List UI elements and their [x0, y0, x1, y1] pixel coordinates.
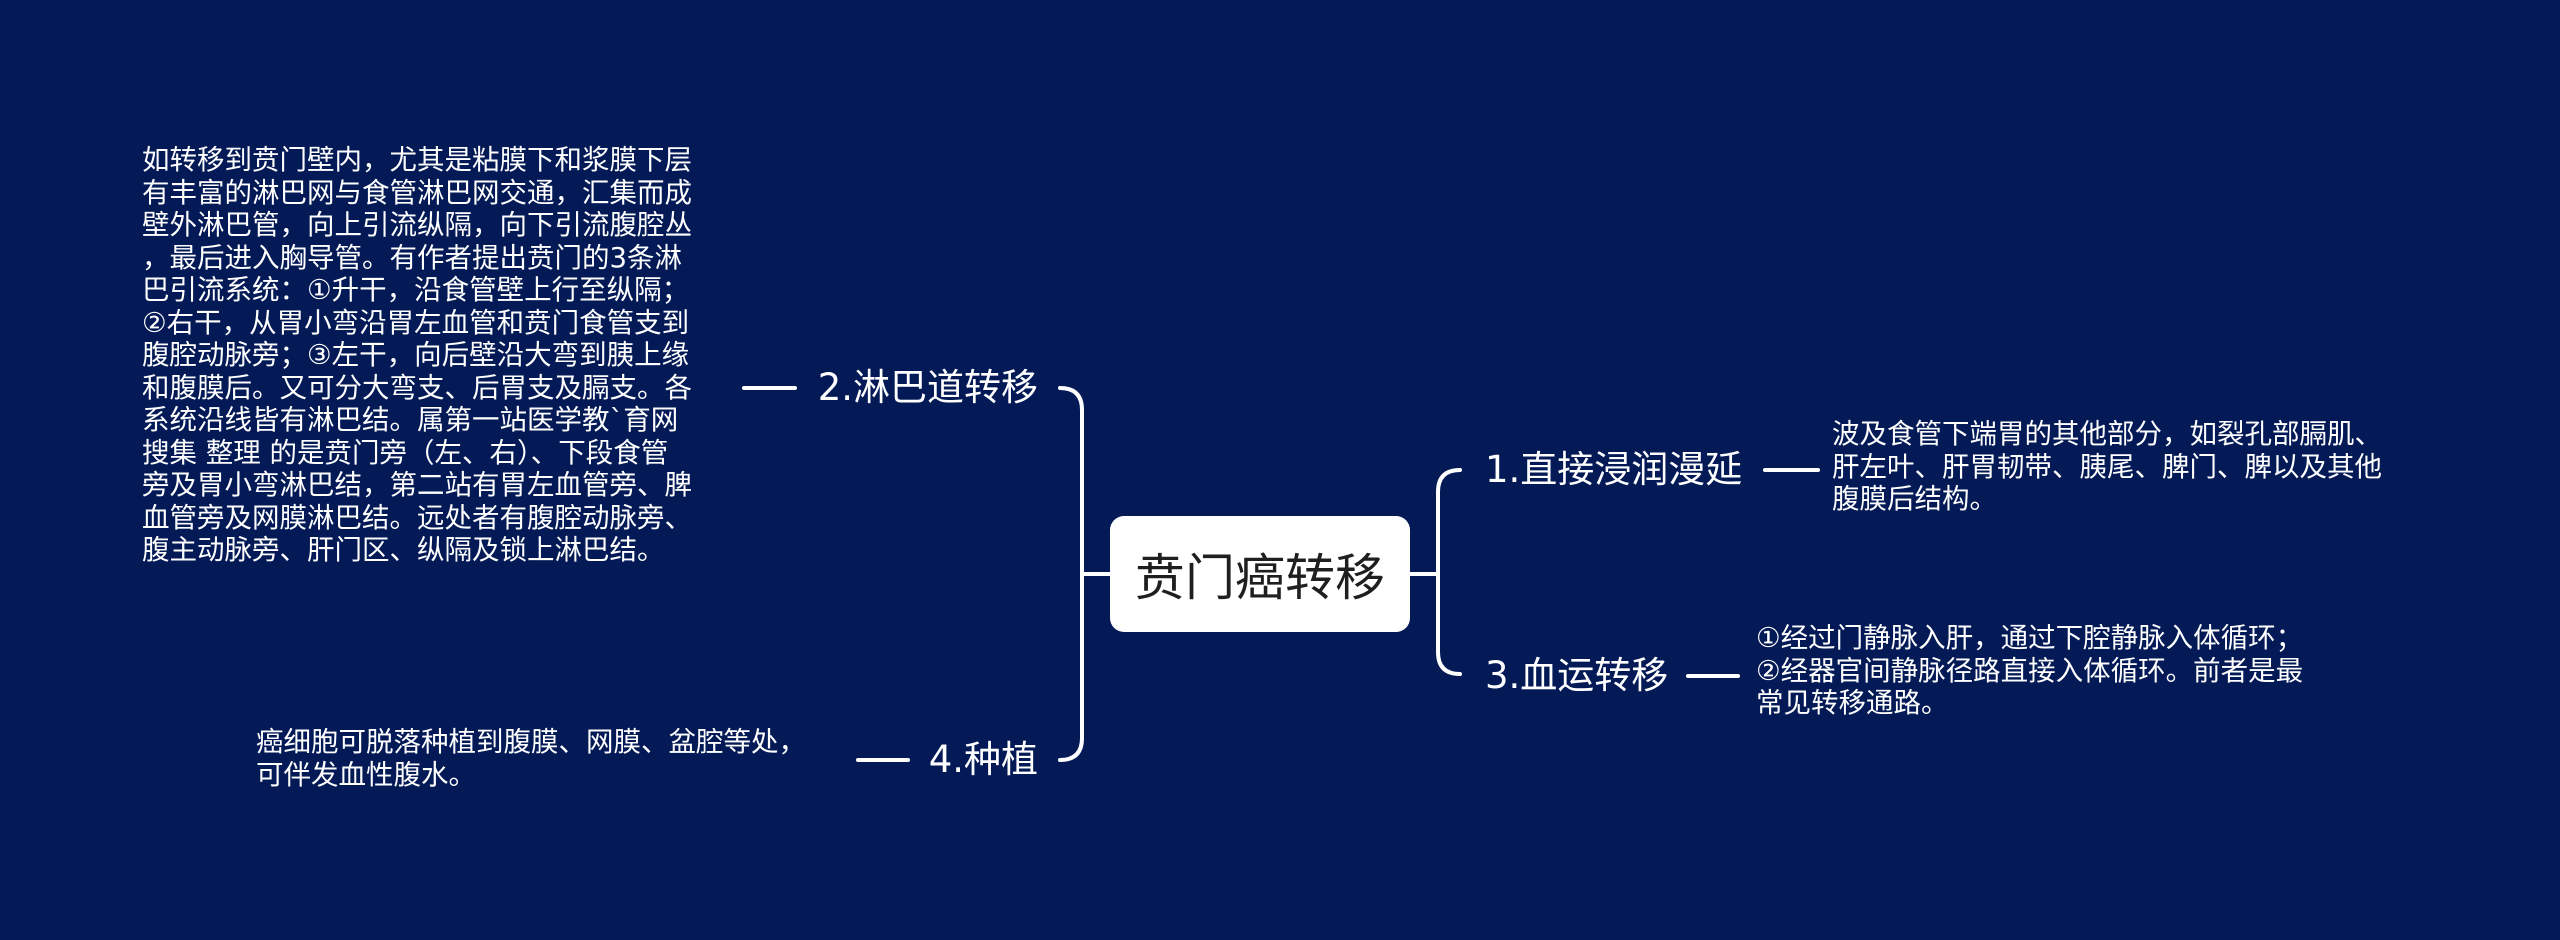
branch-lymph-metastasis-label: 2.淋巴道转移 [817, 366, 1038, 409]
detail-line: 腹膜后结构。 [1832, 483, 1997, 515]
detail-line: ②右干，从胃小弯沿胃左血管和贲门食管支到 [142, 306, 690, 339]
connector-left-bracket [1058, 386, 1084, 762]
detail-lymph-metastasis: 如转移到贲门壁内，尤其是粘膜下和浆膜下层 有丰富的淋巴网与食管淋巴网交通，汇集而… [142, 144, 692, 567]
detail-line: 肝左叶、肝胃韧带、胰尾、脾门、脾以及其他 [1832, 450, 2382, 483]
branch-lymph-metastasis[interactable]: 2.淋巴道转移 [818, 364, 1038, 412]
detail-line: 有丰富的淋巴网与食管淋巴网交通，汇集而成 [142, 176, 692, 209]
root-node[interactable]: 贲门癌转移 [1110, 516, 1410, 632]
detail-line: 常见转移通路。 [1756, 687, 1949, 719]
detail-direct-spread: 波及食管下端胃的其他部分，如裂孔部膈肌、 肝左叶、肝胃韧带、胰尾、脾门、脾以及其… [1832, 418, 2382, 516]
connector-right-bracket [1436, 468, 1462, 676]
detail-line: 巴引流系统：①升干，沿食管壁上行至纵隔； [142, 274, 690, 306]
detail-line: 腹腔动脉旁；③左干，向后壁沿大弯到胰上缘 [142, 339, 690, 371]
branch-implantation[interactable]: 4.种植 [929, 736, 1038, 784]
branch-blood-metastasis[interactable]: 3.血运转移 [1485, 652, 1668, 700]
branch-direct-spread-label: 1.直接浸润漫延 [1485, 448, 1743, 491]
detail-line: 可伴发血性腹水。 [256, 758, 476, 791]
detail-line: 和腹膜后。又可分大弯支、后胃支及膈支。各 [142, 371, 692, 404]
detail-line: 搜集 整理 的是贲门旁（左、右）、下段食管 [142, 436, 669, 469]
detail-line: 旁及胃小弯淋巴结，第二站有胃左血管旁、脾 [142, 469, 692, 501]
detail-line: 壁外淋巴管，向上引流纵隔，向下引流腹腔丛 [142, 209, 692, 241]
detail-implantation: 癌细胞可脱落种植到腹膜、网膜、盆腔等处， 可伴发血性腹水。 [256, 726, 806, 791]
branch-direct-spread[interactable]: 1.直接浸润漫延 [1485, 446, 1742, 494]
detail-blood-metastasis: ①经过门静脉入肝，通过下腔静脉入体循环； ②经器官间静脉径路直接入体循环。前者是… [1756, 622, 2303, 720]
root-label: 贲门癌转移 [1135, 549, 1385, 607]
detail-line: ①经过门静脉入肝，通过下腔静脉入体循环； [1756, 622, 2304, 654]
detail-line: 系统沿线皆有淋巴结。属第一站医学教`育网 [142, 404, 679, 436]
detail-line: 波及食管下端胃的其他部分，如裂孔部膈肌、 [1832, 418, 2382, 450]
branch-blood-metastasis-label: 3.血运转移 [1485, 654, 1669, 697]
detail-line: 如转移到贲门壁内，尤其是粘膜下和浆膜下层 [142, 144, 692, 176]
branch-implantation-label: 4.种植 [928, 738, 1038, 781]
detail-line: 癌细胞可脱落种植到腹膜、网膜、盆腔等处， [256, 726, 806, 758]
detail-line: 腹主动脉旁、肝门区、纵隔及锁上淋巴结。 [142, 534, 665, 566]
detail-line: 血管旁及网膜淋巴结。远处者有腹腔动脉旁、 [142, 501, 692, 534]
detail-line: ②经器官间静脉径路直接入体循环。前者是最 [1756, 654, 2304, 687]
detail-line: ，最后进入胸导管。有作者提出贲门的3条淋 [142, 241, 682, 274]
